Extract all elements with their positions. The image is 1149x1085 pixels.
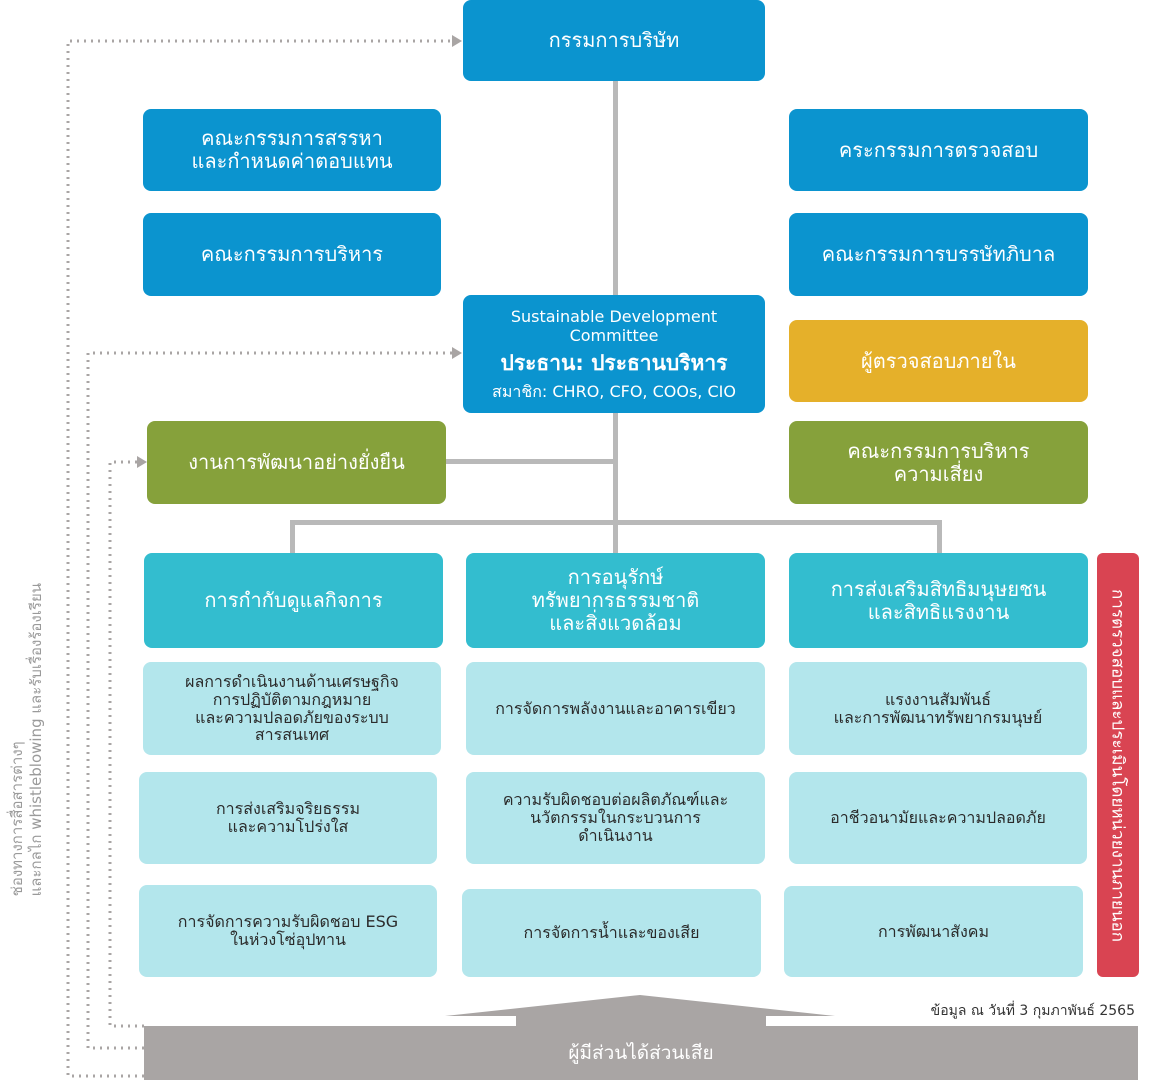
governance-item-economic-legal-it: ผลการดำเนินงานด้านเศรษฐกิจ การปฏิบัติตาม…	[143, 662, 441, 755]
human-rights-item-safety: อาชีวอนามัยและความปลอดภัย	[789, 772, 1087, 864]
environment-item-1-label: การจัดการพลังงานและอาคารเขียว	[495, 698, 736, 718]
sustainability-unit-label: งานการพัฒนาอย่างยั่งยืน	[188, 450, 405, 474]
pillar-governance-title: การกำกับดูแลกิจการ	[204, 588, 383, 612]
external-audit-bar: การตรวจสอบและประเมินโดยหน่วยงานภายนอก	[1097, 553, 1139, 977]
stakeholder-arrow-head	[445, 995, 835, 1016]
communication-channels-label: ช่องทางการสื่อสารต่างๆ และกลไก whistlebl…	[2, 575, 52, 905]
connector-pillar-1	[290, 520, 295, 554]
communication-channels-text: ช่องทางการสื่อสารต่างๆ และกลไก whistlebl…	[8, 583, 45, 897]
human-rights-item-social: การพัฒนาสังคม	[784, 886, 1083, 977]
sdc-name: Sustainable Development Committee	[510, 306, 718, 345]
pillar-environment: การอนุรักษ์ ทรัพยากรธรรมชาติ และสิ่งแวดล…	[466, 553, 765, 648]
governance-item-supply-chain: การจัดการความรับผิดชอบ ESG ในห่วงโซ่อุปท…	[139, 885, 437, 977]
risk-management-committee: คณะกรรมการบริหาร ความเสี่ยง	[789, 421, 1088, 504]
pillar-human-rights-title: การส่งเสริมสิทธิมนุษยชน และสิทธิแรงงาน	[830, 576, 1047, 624]
pillar-environment-title: การอนุรักษ์ ทรัพยากรธรรมชาติ และสิ่งแวดล…	[531, 565, 700, 635]
connector-board-sdc	[613, 80, 618, 296]
sdc-chair: ประธาน: ประธานบริหาร	[500, 350, 728, 375]
board-label: กรรมการบริษัท	[548, 28, 680, 52]
environment-item-3-label: การจัดการน้ำและของเสีย	[523, 923, 700, 943]
internal-audit: ผู้ตรวจสอบภายใน	[789, 320, 1088, 402]
governance-item-2-label: การส่งเสริมจริยธรรม และความโปร่งใส	[215, 799, 361, 836]
governance-item-1-label: ผลการดำเนินงานด้านเศรษฐกิจ การปฏิบัติตาม…	[185, 671, 399, 745]
sustainable-development-committee: Sustainable Development Committee ประธาน…	[463, 295, 765, 413]
sdc-members: สมาชิก: CHRO, CFO, COOs, CIO	[492, 382, 736, 402]
corporate-governance-label: คณะกรรมการบรรษัทภิบาล	[821, 242, 1056, 266]
stakeholders-label: ผู้มีส่วนได้ส่วนเสีย	[568, 1042, 714, 1064]
internal-audit-label: ผู้ตรวจสอบภายใน	[861, 348, 1016, 373]
governance-item-ethics: การส่งเสริมจริยธรรม และความโปร่งใส	[139, 772, 437, 864]
corporate-governance-committee: คณะกรรมการบรรษัทภิบาล	[789, 213, 1088, 296]
executive-committee: คณะกรรมการบริหาร	[143, 213, 441, 296]
connector-pillar-2	[613, 520, 618, 554]
risk-committee-label: คณะกรรมการบริหาร ความเสี่ยง	[847, 438, 1030, 486]
environment-item-product-innovation: ความรับผิดชอบต่อผลิตภัณฑ์และ นวัตกรรมในก…	[466, 772, 765, 864]
external-audit-label: การตรวจสอบและประเมินโดยหน่วยงานภายนอก	[1107, 588, 1128, 942]
environment-item-water-waste: การจัดการน้ำและของเสีย	[462, 889, 761, 977]
environment-item-2-label: ความรับผิดชอบต่อผลิตภัณฑ์และ นวัตกรรมในก…	[502, 790, 729, 845]
stakeholders: ผู้มีส่วนได้ส่วนเสีย	[144, 1026, 1138, 1080]
pillar-governance: การกำกับดูแลกิจการ	[144, 553, 443, 648]
pillar-human-rights: การส่งเสริมสิทธิมนุษยชน และสิทธิแรงงาน	[789, 553, 1088, 648]
connector-sdc-pillars	[613, 412, 618, 524]
environment-item-energy: การจัดการพลังงานและอาคารเขียว	[466, 662, 765, 755]
board-of-directors: กรรมการบริษัท	[463, 0, 765, 81]
stakeholder-base	[144, 1026, 1138, 1080]
connector-sustainability-unit	[445, 459, 615, 464]
audit-committee-label: คระกรรมการตรวจสอบ	[838, 137, 1039, 162]
sustainability-unit: งานการพัฒนาอย่างยั่งยืน	[147, 421, 446, 504]
nomination-remuneration-label: คณะกรรมการสรรหา และกำหนดค่าตอบแทน	[191, 126, 393, 173]
human-rights-item-3-label: การพัฒนาสังคม	[877, 921, 989, 941]
human-rights-item-1-label: แรงงานสัมพันธ์ และการพัฒนาทรัพยากรมนุษย์	[833, 689, 1043, 727]
date-note: ข้อมูล ณ วันที่ 3 กุมภาพันธ์ 2565	[930, 1003, 1135, 1019]
audit-committee: คระกรรมการตรวจสอบ	[789, 109, 1088, 191]
nomination-remuneration-committee: คณะกรรมการสรรหา และกำหนดค่าตอบแทน	[143, 109, 441, 191]
governance-item-3-label: การจัดการความรับผิดชอบ ESG ในห่วงโซ่อุปท…	[177, 912, 399, 949]
executive-committee-label: คณะกรรมการบริหาร	[200, 242, 384, 266]
connector-pillar-3	[937, 520, 942, 554]
human-rights-item-2-label: อาชีวอนามัยและความปลอดภัย	[830, 808, 1046, 828]
human-rights-item-labor: แรงงานสัมพันธ์ และการพัฒนาทรัพยากรมนุษย์	[789, 662, 1087, 755]
